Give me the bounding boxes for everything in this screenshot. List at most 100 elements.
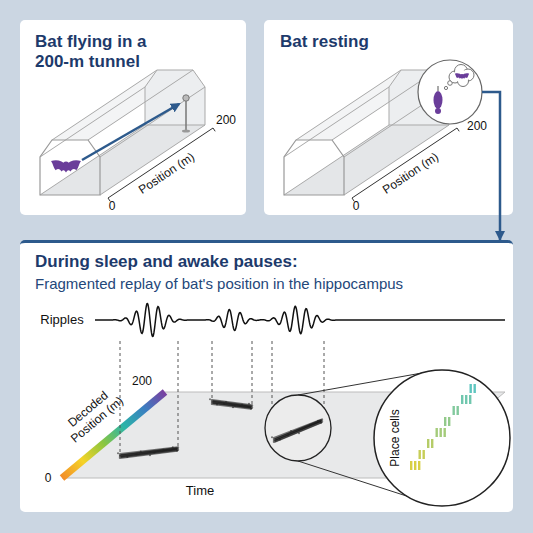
zoom-lens <box>265 395 331 461</box>
circle-shape <box>163 449 165 451</box>
line-shape <box>88 70 193 140</box>
spike-tick <box>457 406 459 415</box>
thought-cloud <box>449 65 474 87</box>
circle-shape <box>241 404 243 406</box>
axis-label: 0 <box>45 472 52 486</box>
line-shape <box>122 450 179 457</box>
ripple-trace <box>95 304 505 337</box>
ripple-guide <box>252 341 253 406</box>
line-shape <box>52 70 157 140</box>
circle-shape <box>317 420 319 422</box>
axis-label: Ripples <box>40 313 83 328</box>
decoding-plane <box>62 392 505 478</box>
circle-shape <box>458 76 469 87</box>
axis-label: 200 <box>216 114 236 128</box>
circle-shape <box>250 408 252 410</box>
spike-tick <box>465 395 467 404</box>
path-shape <box>296 70 437 140</box>
circle-shape <box>63 162 69 168</box>
circle-shape <box>287 434 289 436</box>
circle-shape <box>149 454 151 456</box>
circle-shape <box>298 432 300 434</box>
path-shape <box>389 70 449 125</box>
line-shape <box>40 125 145 195</box>
ellipse-shape <box>182 130 190 133</box>
line-shape <box>298 461 436 506</box>
panel-box: Bat flying in a 200-m tunnel <box>20 20 246 215</box>
spike-tick <box>414 461 416 470</box>
line-shape <box>214 401 252 406</box>
axis-label: Time <box>186 484 214 499</box>
circle-shape <box>455 65 468 78</box>
flying-bat <box>51 160 81 172</box>
spike-tick <box>469 395 471 404</box>
flow-arrow <box>499 215 502 240</box>
ellipse-shape <box>434 91 443 109</box>
axis-label: Position (m) <box>137 151 198 198</box>
circle-shape <box>444 86 447 89</box>
spike-tick <box>448 417 450 426</box>
axis-label: 200 <box>132 375 152 389</box>
leader-line <box>482 92 500 215</box>
line-shape <box>212 404 251 409</box>
tunnel <box>40 70 215 201</box>
line-shape <box>120 449 176 456</box>
spike-tick <box>461 395 463 404</box>
spike-tick <box>418 461 420 470</box>
path-shape <box>40 140 100 195</box>
line-shape <box>40 87 145 157</box>
line-shape <box>276 420 322 439</box>
axis-label: 200 <box>467 120 487 134</box>
spike-tick <box>474 384 476 393</box>
panel-subtitle: Fragmented replay of bat's position in t… <box>35 275 495 293</box>
circle-shape <box>172 446 174 448</box>
circle-shape <box>216 403 218 405</box>
flight-arrow <box>82 104 179 160</box>
zoom-circle <box>374 370 510 506</box>
line-shape <box>296 70 401 140</box>
circle-shape <box>183 95 189 101</box>
circle-shape <box>462 69 474 81</box>
path-shape <box>52 70 193 140</box>
spike-tick <box>431 439 433 448</box>
circle-shape <box>234 405 236 407</box>
circle-shape <box>248 403 250 405</box>
line-shape <box>457 128 459 131</box>
circle-shape <box>225 401 227 403</box>
circle-shape <box>449 71 461 83</box>
line-shape <box>122 448 178 455</box>
line-shape <box>298 371 436 396</box>
circle-shape <box>279 438 281 440</box>
path-shape <box>51 160 81 172</box>
line-shape <box>214 403 253 408</box>
replay-trajectory <box>209 398 252 410</box>
circle-shape <box>448 81 453 86</box>
circle-shape <box>461 74 464 77</box>
ripple-guide <box>212 341 213 401</box>
landing-pole <box>185 101 187 131</box>
line-shape <box>212 402 250 407</box>
axis-label: Decoded Position (m) <box>53 378 134 452</box>
replay-trajectory <box>117 446 178 458</box>
axis-label: 0 <box>109 200 116 214</box>
panel-title: Bat resting <box>280 32 480 52</box>
circle-shape <box>290 430 292 432</box>
panel-title: During sleep and awake pauses: <box>35 252 495 272</box>
panel-box: During sleep and awake pauses: Fragmented… <box>20 240 513 512</box>
spike-tick <box>427 439 429 448</box>
spike-tick <box>419 450 421 459</box>
line-shape <box>120 450 177 457</box>
axis-label: Place cells <box>389 409 403 466</box>
spike-tick <box>423 450 425 459</box>
circle-shape <box>136 453 138 455</box>
line-shape <box>438 86 439 91</box>
ripple-guide <box>178 341 179 449</box>
circle-shape <box>223 402 225 404</box>
panel-title: Bat flying in a 200-m tunnel <box>35 32 185 73</box>
flying-bat <box>455 73 469 79</box>
spike-tick <box>444 428 446 437</box>
ripple-guide <box>324 341 325 408</box>
axis-label: 0 <box>353 200 360 214</box>
circle-shape <box>209 398 211 400</box>
